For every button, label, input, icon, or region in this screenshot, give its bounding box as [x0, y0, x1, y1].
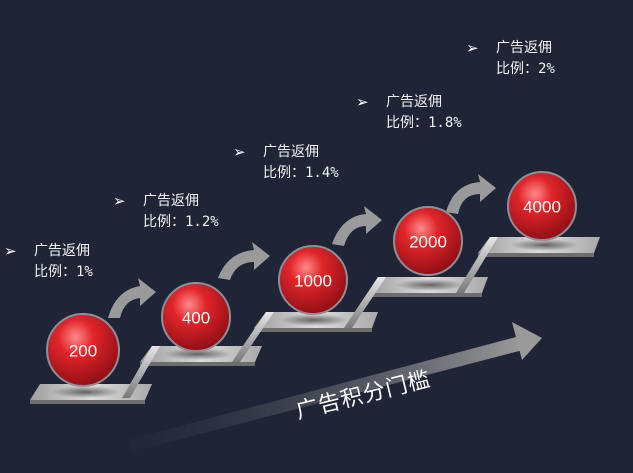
label-line2: 比例：1.2%	[143, 212, 219, 233]
rate-label-400: ➢ 广告返佣 比例：1.2%	[143, 191, 219, 233]
rate-label-4000: ➢ 广告返佣 比例：2%	[496, 38, 555, 80]
ball-label: 1000	[294, 272, 332, 291]
ball-label: 400	[182, 309, 210, 328]
label-line1: 广告返佣	[143, 191, 219, 212]
chevron-right-icon: ➢	[356, 92, 369, 113]
label-line1: 广告返佣	[34, 241, 93, 262]
rate-label-200: ➢ 广告返佣 比例：1%	[34, 241, 93, 283]
chevron-right-icon: ➢	[113, 191, 126, 212]
label-line1: 广告返佣	[263, 142, 339, 163]
chevron-right-icon: ➢	[466, 38, 479, 59]
chevron-right-icon: ➢	[4, 241, 17, 262]
rate-label-1000: ➢ 广告返佣 比例：1.4%	[263, 142, 339, 184]
curved-arrow-2	[218, 242, 270, 280]
curved-arrow-3	[332, 206, 382, 246]
label-line1: 广告返佣	[496, 38, 555, 59]
label-line2: 比例：1.4%	[263, 163, 339, 184]
rate-label-2000: ➢ 广告返佣 比例：1.8%	[386, 92, 462, 134]
label-line2: 比例：2%	[496, 59, 555, 80]
ball-label: 200	[69, 342, 97, 361]
ball-label: 4000	[523, 198, 561, 217]
ball-label: 2000	[409, 233, 447, 252]
chevron-right-icon: ➢	[233, 142, 246, 163]
curved-arrow-4	[446, 174, 496, 214]
curved-arrow-1	[108, 278, 156, 318]
label-line2: 比例：1%	[34, 262, 93, 283]
label-line2: 比例：1.8%	[386, 113, 462, 134]
label-line1: 广告返佣	[386, 92, 462, 113]
